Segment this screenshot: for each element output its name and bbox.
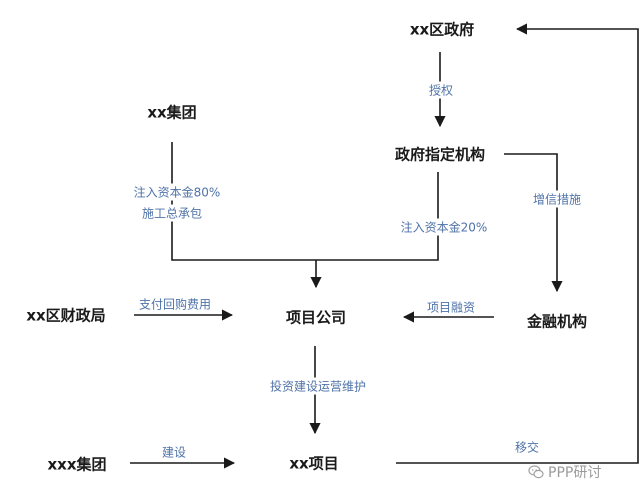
label-construct: 建设 [161, 445, 187, 460]
node-district-gov: xx区政府 [409, 20, 475, 39]
node-project-company: 项目公司 [285, 308, 347, 327]
watermark-text: PPP研讨 [548, 465, 602, 481]
label-buyback-payment: 支付回购费用 [138, 297, 212, 312]
node-xxx-group: xxx集团 [47, 455, 107, 474]
label-invest-build-operate: 投资建设运营维护 [268, 377, 368, 395]
label-project-financing: 项目融资 [426, 300, 476, 315]
label-inject-80: 注入资本金80% [132, 183, 222, 201]
node-financial-institution: 金融机构 [526, 312, 588, 331]
label-credit-enhancement: 增信措施 [531, 190, 583, 208]
node-xx-project: xx项目 [289, 454, 339, 473]
node-designated-agency: 政府指定机构 [394, 145, 486, 164]
label-general-contract: 施工总承包 [140, 204, 204, 222]
label-inject-20: 注入资本金20% [399, 218, 489, 236]
watermark: PPP研讨 [528, 462, 601, 482]
arrow-agency-to-finance [504, 153, 563, 293]
label-transfer: 移交 [514, 440, 540, 455]
arrow-project-to-gov [396, 23, 639, 464]
arrow-group-to-company [171, 142, 316, 261]
node-finance-bureau: xx区财政局 [26, 306, 106, 325]
chat-bubble-icon [528, 465, 544, 479]
node-xx-group: xx集团 [147, 103, 197, 122]
arrow-agency-to-company [316, 172, 439, 261]
label-authorize: 授权 [427, 81, 455, 99]
